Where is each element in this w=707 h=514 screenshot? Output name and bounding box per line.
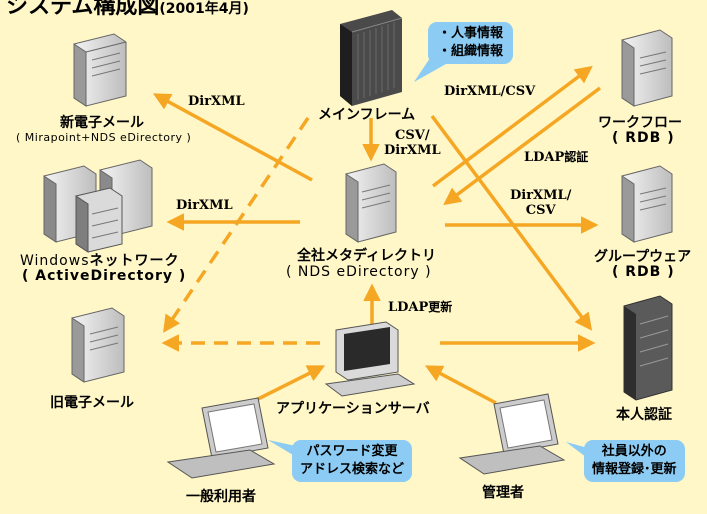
edge-label-dirxml-windows: DirXML [176,198,233,213]
callout-hr-info: ・人事情報 ・組織情報 [428,22,514,64]
callout-line: ・組織情報 [438,44,504,59]
ldap-suffix: 更新 [428,300,453,314]
arrow-user-to-app [249,365,326,405]
server-tower-icon [73,33,127,107]
general-user-label: 一般利用者 [186,489,256,505]
workflow-sub: ( RDB ) [612,130,675,146]
arrow-mainframe-to-old-mail [163,117,310,333]
windows-network-sub: ( ActiveDirectory ) [22,268,187,284]
callout-line: パスワード変更 [306,444,398,459]
callout-line: アドレス検索など [300,462,405,477]
arrow-workflow-to-meta [443,86,602,206]
metadirectory-label: 全社メタディレクトリ [297,248,437,264]
title-suffix: (2001年4月) [159,1,249,17]
ldap-prefix: LDAP [524,150,565,165]
edge-label-line: DirXML [384,143,441,158]
laptop-icon [166,397,276,479]
mainframe-icon [340,10,403,106]
edge-label-line: CSV/ [395,128,430,143]
server-rack-icon [623,295,673,401]
callout-line: 社員以外の [601,444,667,459]
windows-suffix: ネットワーク [89,253,180,269]
arrow-meta-to-workflow [431,65,593,188]
callout-tail [414,58,446,82]
ldap-prefix: LDAP [388,300,429,315]
laptop-icon [458,393,566,475]
groupware-label: グループウェア [594,249,692,265]
new-mail-sub: ( Mirapoint+NDS eDirectory ) [16,131,192,144]
title-text: システム構成図 [6,0,160,19]
diagram-title: システム構成図(2001年4月) [6,0,249,20]
auth-label: 本人認証 [616,407,672,423]
windows-network-label: Windowsネットワーク [20,250,180,270]
old-mail-label: 旧電子メール [50,395,134,411]
ldap-suffix: 認証 [564,150,589,164]
server-cluster-icon [43,159,153,253]
groupware-sub: ( RDB ) [612,264,675,280]
windows-prefix: Windows [20,253,90,269]
edge-label-dirxml-mail: DirXML [188,94,245,109]
arrow-meta-to-new-mail [152,93,313,182]
callout-line: ・人事情報 [438,26,504,41]
arrow-admin-to-app [424,365,497,405]
edge-label-ldap-update: LDAP更新 [388,298,452,315]
admin-label: 管理者 [482,485,524,501]
server-tower-icon [621,29,673,107]
callout-admin-tasks: 社員以外の 情報登録･更新 [584,440,685,482]
new-mail-label: 新電子メール [60,115,144,131]
server-tower-icon [71,307,125,383]
server-tower-icon [345,163,397,243]
app-server-label: アプリケーションサーバ [276,401,430,417]
callout-user-tasks: パスワード変更 アドレス検索など [292,440,413,482]
edge-label-dirxml-csv-groupware: DirXML/ CSV [510,188,571,218]
edge-label-ldap-auth: LDAP認証 [524,148,588,165]
edge-label-line: CSV [525,203,556,218]
workflow-label: ワークフロー [598,115,682,131]
metadirectory-sub: ( NDS eDirectory ) [286,264,432,280]
edge-label-csv-dirxml: CSV/ DirXML [384,128,441,158]
server-tower-icon [621,165,673,243]
callout-tail [268,440,298,458]
desktop-computer-icon [324,321,416,397]
mainframe-label: メインフレーム [318,107,416,123]
callout-line: 情報登録･更新 [592,462,677,477]
arrow-mainframe-to-auth [430,114,593,331]
edge-label-line: DirXML/ [510,188,572,203]
edge-label-dirxml-csv-workflow: DirXML/CSV [444,84,536,99]
